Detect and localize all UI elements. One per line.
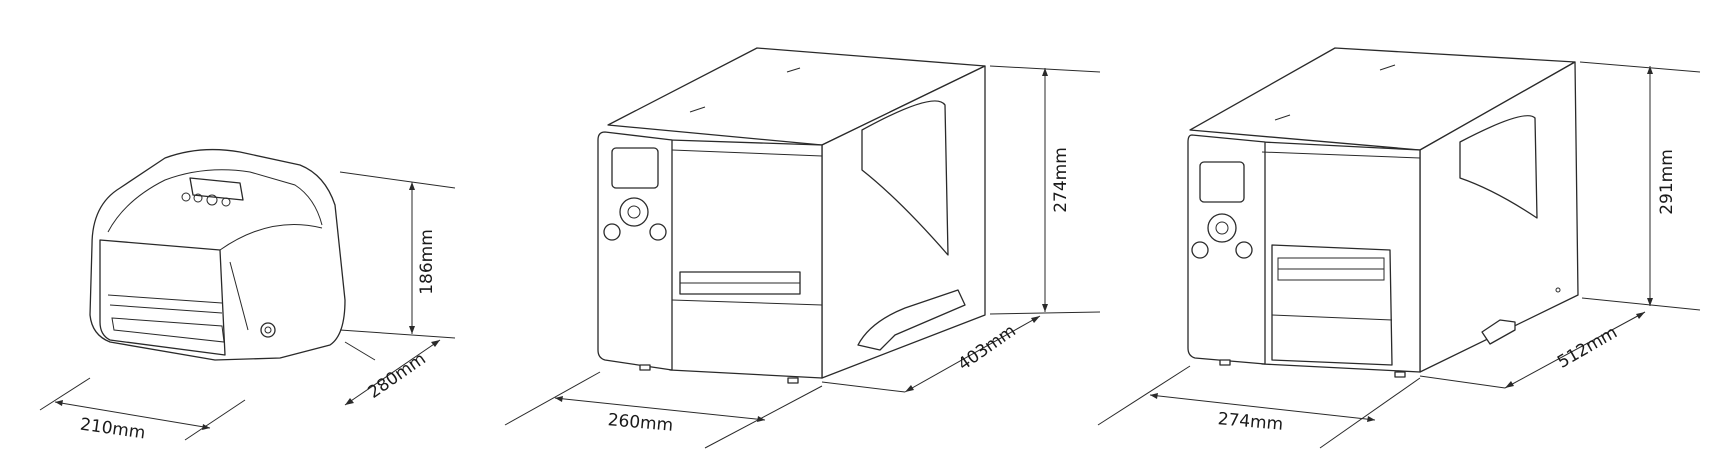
large-width-label: 274mm xyxy=(1217,409,1284,435)
industrial-printer-large xyxy=(1187,47,1579,378)
medium-depth-label: 403mm xyxy=(955,321,1020,375)
desktop-width-label: 210mm xyxy=(79,415,147,444)
desktop-height-label: 186mm xyxy=(417,229,437,295)
large-depth-label: 512mm xyxy=(1554,323,1621,373)
large-height-label: 291mm xyxy=(1657,149,1677,215)
medium-height-label: 274mm xyxy=(1051,147,1071,213)
desktop-printer xyxy=(89,148,346,361)
desktop-depth-label: 280mm xyxy=(365,349,430,403)
medium-width-label: 260mm xyxy=(607,410,674,436)
industrial-printer-medium xyxy=(597,47,986,384)
